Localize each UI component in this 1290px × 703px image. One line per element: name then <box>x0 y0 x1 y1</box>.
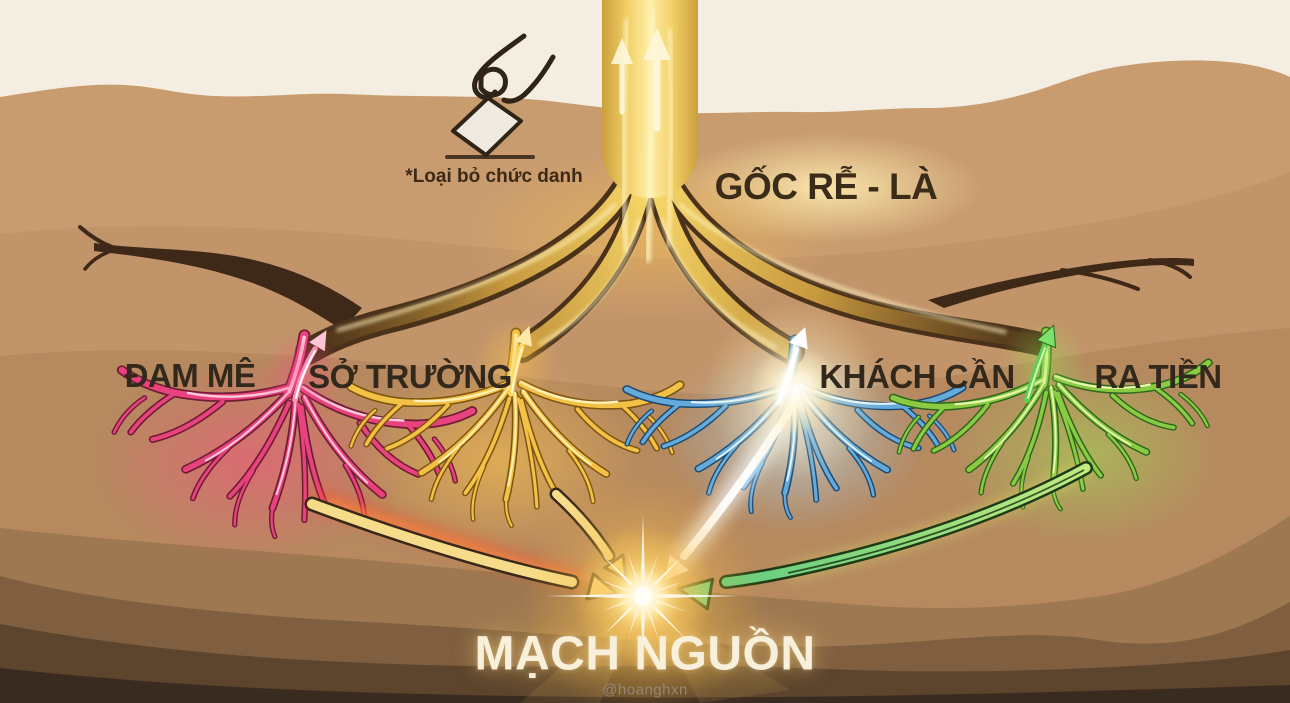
note-remove-job-title: *Loại bỏ chức danh <box>405 166 583 187</box>
root-title: GỐC RỄ - LÀ <box>714 166 938 207</box>
trunk-up-arrows <box>611 28 671 132</box>
hand-drop-card-icon <box>445 33 556 159</box>
trunk <box>295 0 1052 365</box>
junction-arrows <box>292 324 1057 405</box>
up-arrow-icon <box>643 28 671 60</box>
root-label-khach-can: KHÁCH CẦN <box>819 358 1015 395</box>
watermark: @hoanghxn <box>602 681 688 699</box>
up-arrow-customer-need <box>776 327 808 405</box>
up-arrow-icon <box>611 38 633 64</box>
up-arrow-passion <box>292 330 327 403</box>
lateral-root-left <box>94 243 362 330</box>
sunburst-icon <box>520 474 790 703</box>
junction-glows <box>261 300 1088 480</box>
soil-layer-6 <box>0 624 1290 703</box>
up-arrow-strength <box>508 325 532 397</box>
lateral-roots <box>78 225 1194 330</box>
hand-outline <box>472 33 556 104</box>
root-label-so-truong: SỞ TRƯỜNG <box>308 358 512 395</box>
center-label: MẠCH NGUỒN <box>474 627 816 681</box>
root-label-dam-me: ĐAM MÊ <box>124 357 256 394</box>
up-arrow-money <box>1024 324 1057 403</box>
soil-layer-7 <box>0 668 1290 703</box>
title-card <box>451 96 523 157</box>
root-label-ra-tien: RA TIỀN <box>1094 358 1222 395</box>
